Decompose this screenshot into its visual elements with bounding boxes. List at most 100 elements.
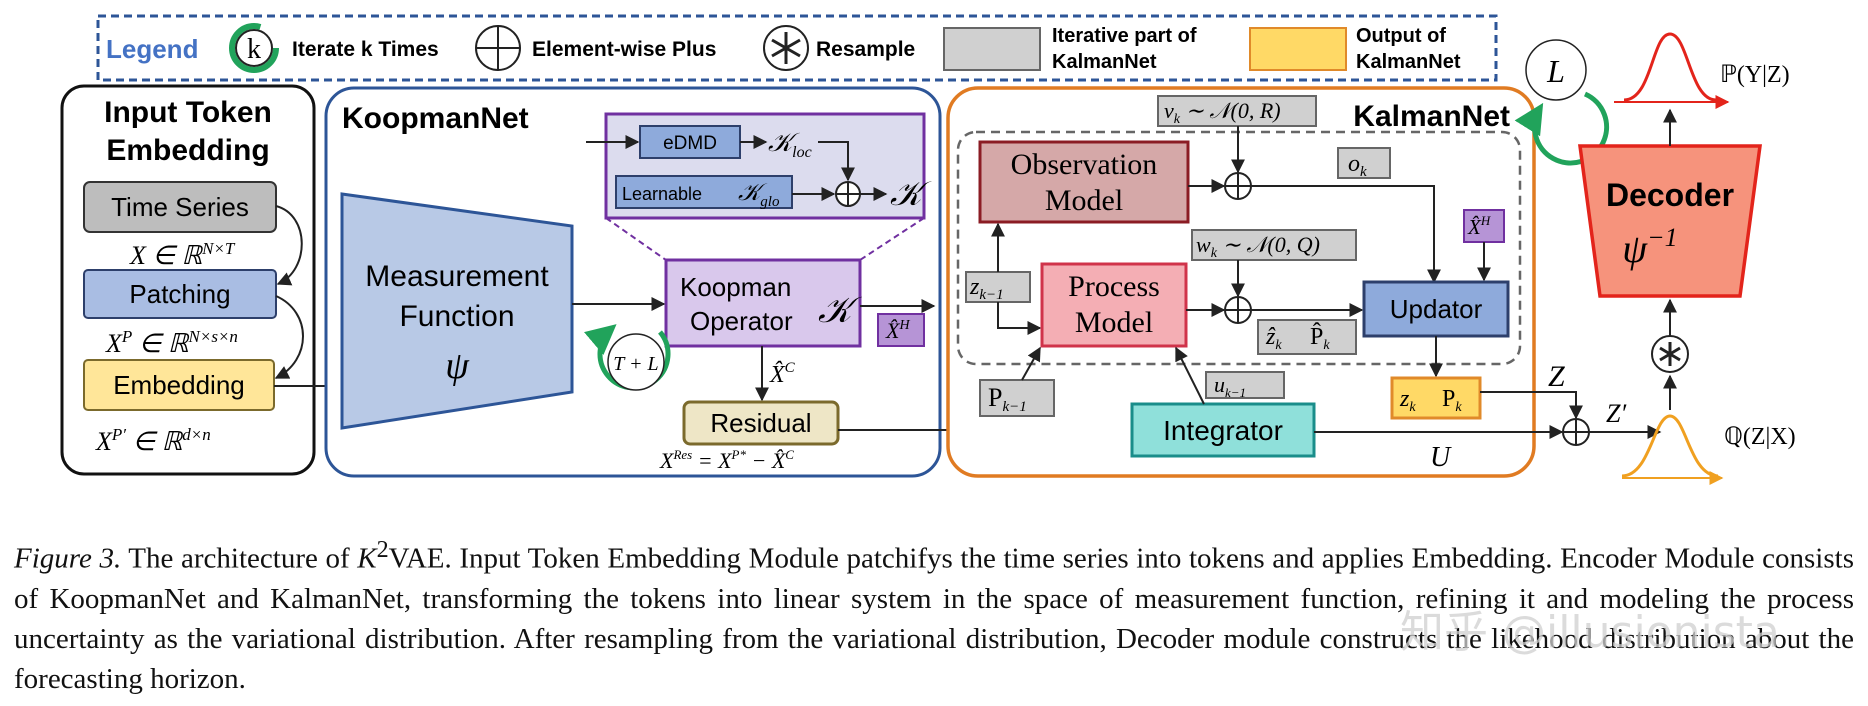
iterate-icon: k — [229, 23, 279, 73]
xc-symbol: X̂C — [769, 360, 796, 388]
arrow-zk1-process — [997, 302, 1042, 335]
arrow-patching-embedding — [274, 295, 304, 379]
caption-pre: The architecture of — [121, 542, 358, 575]
residual-equation: XRes = XP* − X̂C — [659, 447, 794, 473]
zk1-label: zk−1 — [969, 274, 1004, 303]
observation-label-1: Observation — [1011, 148, 1158, 181]
decoder-box — [1578, 144, 1762, 298]
input-panel-title-1: Input Token — [104, 96, 272, 129]
embedding-label: Embedding — [113, 370, 245, 400]
koopman-operator-label-1: Koopman — [680, 272, 791, 302]
qz-label: ℚ(Z|X) — [1724, 424, 1796, 450]
legend-iterate-label: Iterate k Times — [292, 38, 439, 61]
measurement-label-2: Function — [399, 300, 514, 333]
pk-label: Pk — [1442, 386, 1462, 415]
legend-iterative-swatch — [943, 27, 1041, 71]
learnable-box — [615, 175, 793, 209]
legend: Legend k Iterate k Times Element-wise Pl… — [96, 14, 1498, 82]
plus-icon — [475, 25, 521, 71]
figure-caption: Figure 3. The architecture of K2VAE. Inp… — [14, 530, 1854, 699]
observation-model-box — [978, 140, 1190, 224]
zhat-label: ẑk — [1265, 324, 1282, 353]
updator-label: Updator — [1390, 294, 1483, 324]
input-panel-title-2: Embedding — [106, 134, 269, 167]
legend-plus-label: Element-wise Plus — [532, 38, 716, 61]
ok-label: ok — [1348, 151, 1367, 180]
uk1-label: uk−1 — [1214, 372, 1246, 400]
zk-label: zk — [1399, 386, 1416, 415]
koopman-operator-label-2: Operator — [690, 306, 793, 336]
wk-box — [1191, 229, 1357, 261]
pk1-box — [979, 379, 1055, 417]
architecture-diagram: Legend k Iterate k Times Element-wise Pl… — [60, 14, 1796, 485]
resample-icon — [763, 25, 809, 71]
phat-label: P̂k — [1310, 322, 1330, 353]
vk-label: vk ∼ 𝒩(0, R) — [1164, 98, 1281, 127]
legend-output-label-1: Output of — [1356, 25, 1446, 47]
obs-plus-icon — [1224, 172, 1252, 200]
measurement-psi: ψ — [445, 345, 470, 387]
process-plus-icon — [1224, 296, 1252, 324]
edmd-label: eDMD — [663, 133, 717, 154]
koopmannet-title: KoopmanNet — [342, 102, 529, 135]
xp-prime-notation: XP′ ∈ ℝd×n — [95, 425, 211, 456]
process-label-2: Model — [1075, 306, 1153, 339]
vk-box — [1157, 95, 1317, 127]
output-box — [1390, 376, 1482, 420]
iterate-tl-label: T + L — [613, 353, 658, 375]
koopmannet-panel: KoopmanNet Measurement Function ψ eDMD 𝒦… — [324, 86, 1132, 478]
zk1-box — [965, 271, 1031, 303]
z-prime-label: Z′ — [1606, 399, 1626, 428]
py-label: ℙ(Y|Z) — [1720, 62, 1790, 88]
legend-iterative-label-1: Iterative part of — [1052, 25, 1197, 47]
decoder-title: Decoder — [1606, 177, 1734, 213]
arrow-obs-updator — [1251, 185, 1441, 284]
legend-k-symbol: k — [247, 34, 261, 65]
legend-iterative-label-2: KalmanNet — [1052, 51, 1157, 73]
ok-box — [1337, 147, 1391, 179]
arrow-timeseries-patching — [275, 205, 303, 286]
xp-notation: XP ∈ ℝN×s×n — [105, 327, 238, 358]
legend-border — [96, 14, 1498, 82]
integrator-box — [1130, 402, 1316, 458]
input-token-embedding-panel: Input Token Embedding Time Series X ∈ ℝN… — [60, 84, 342, 476]
x-notation: X ∈ ℝN×T — [129, 239, 236, 270]
koopman-plus-icon — [835, 181, 861, 207]
caption-k-sup: 2 — [376, 536, 389, 563]
caption-text: VAE. Input Token Embedding Module patchi… — [14, 542, 1854, 695]
time-series-label: Time Series — [111, 192, 249, 222]
decoder-panel: Z Z′ ℚ(Z|X) Decoder ψ−1 ℙ(Y|Z) — [1548, 32, 1796, 485]
koopman-operator-box — [664, 258, 862, 348]
measurement-function-box — [340, 192, 574, 430]
decoder-psi: ψ−1 — [1622, 223, 1677, 271]
xh-symbol: X̂H — [885, 318, 910, 343]
edmd-box — [639, 125, 741, 159]
final-plus-icon — [1562, 418, 1590, 446]
integrator-label: Integrator — [1163, 415, 1283, 446]
qz-distribution-curve — [1621, 414, 1719, 478]
u-label: U — [1430, 442, 1452, 473]
process-model-box — [1040, 262, 1188, 348]
uk1-box — [1205, 371, 1285, 399]
kalmannet-title: KalmanNet — [1353, 100, 1510, 133]
iterate-l-label: L — [1546, 53, 1565, 89]
residual-label: Residual — [710, 408, 811, 438]
caption-k: K — [357, 542, 377, 575]
kalman-xh-symbol: X̂H — [1467, 213, 1491, 239]
zhat-phat-box — [1257, 319, 1357, 355]
patching-label: Patching — [129, 279, 230, 309]
xh-box — [877, 313, 925, 347]
process-label-1: Process — [1068, 270, 1160, 303]
arrow-pk1-process — [1021, 346, 1041, 381]
kalmannet-panel: KalmanNet vk ∼ 𝒩(0, R) Observation Model… — [946, 39, 1610, 478]
legend-title: Legend — [106, 34, 198, 64]
arrow-kloc-plus — [818, 141, 855, 182]
observation-label-2: Model — [1045, 184, 1123, 217]
measurement-label-1: Measurement — [365, 260, 549, 293]
legend-resample-label: Resample — [816, 38, 915, 61]
zoom-line-right — [859, 217, 925, 261]
caption-figure-number: Figure 3. — [14, 542, 122, 575]
wk-label: wk ∼ 𝒩(0, Q) — [1196, 232, 1320, 261]
iterate-tl-icon — [584, 324, 671, 391]
legend-output-label-2: KalmanNet — [1356, 51, 1461, 73]
